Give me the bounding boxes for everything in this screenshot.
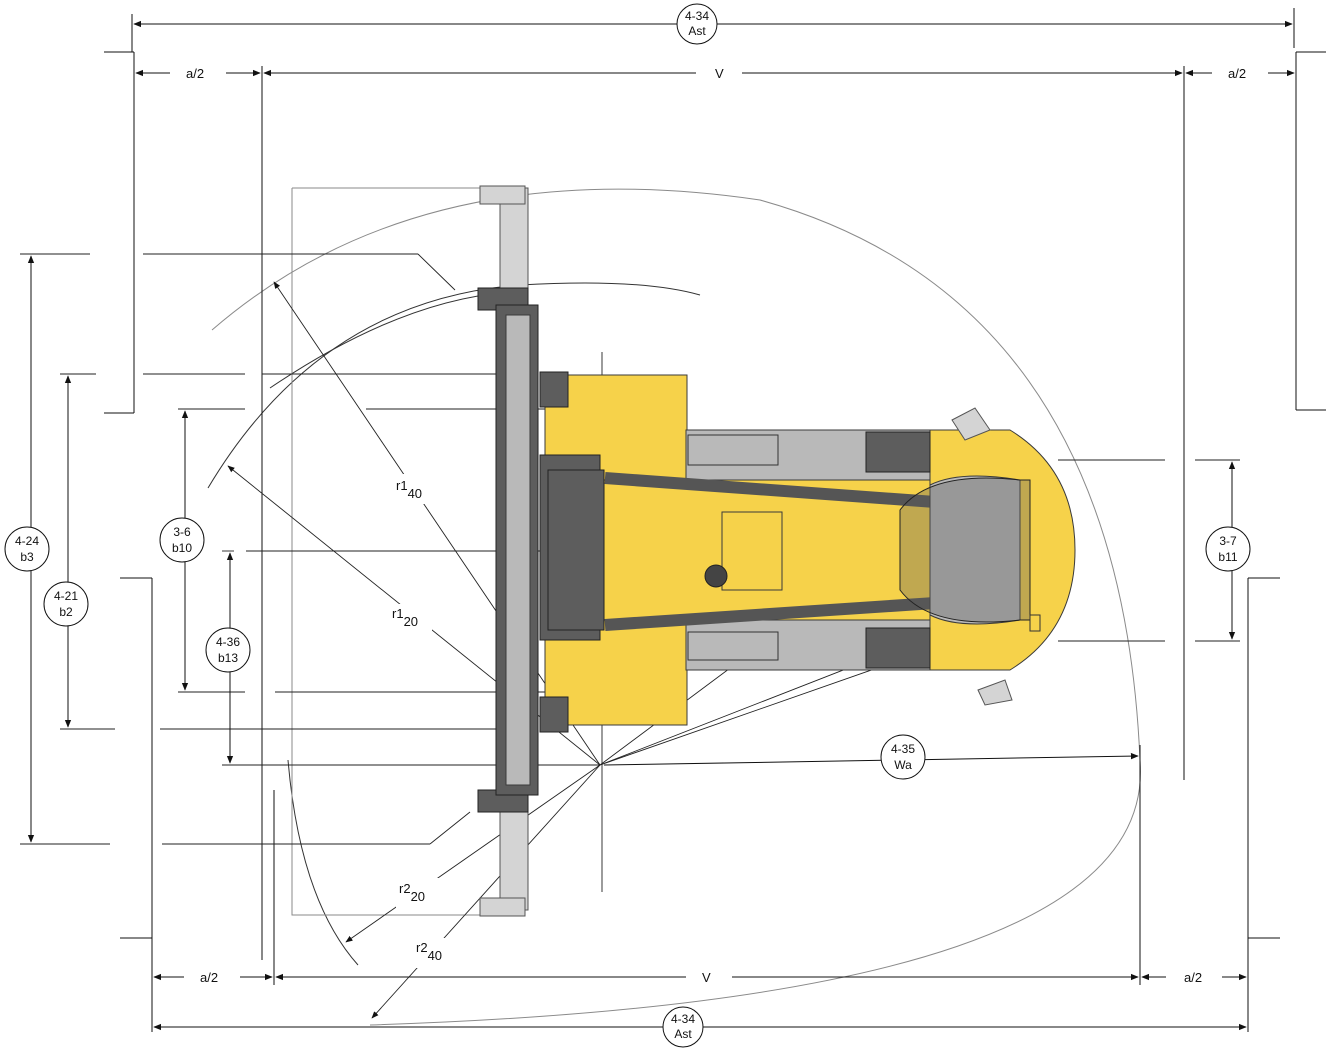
svg-text:Ast: Ast bbox=[688, 24, 706, 38]
outer-arc-40 bbox=[211, 188, 1141, 761]
label-r1-40: r140 bbox=[396, 478, 422, 501]
top-v-label: V bbox=[715, 66, 724, 81]
svg-text:4-21: 4-21 bbox=[54, 589, 78, 603]
arc-r2-20 bbox=[287, 759, 359, 966]
svg-text:b2: b2 bbox=[59, 605, 73, 619]
callout-b13: 4-36 b13 bbox=[205, 627, 251, 673]
truck-top-view bbox=[477, 185, 1076, 917]
svg-text:b3: b3 bbox=[20, 550, 34, 564]
top-a2-left-label: a/2 bbox=[186, 66, 204, 81]
callout-b3: 4-24 b3 bbox=[4, 526, 50, 572]
top-a2-right-label: a/2 bbox=[1228, 66, 1246, 81]
svg-text:Wa: Wa bbox=[894, 758, 912, 772]
label-r2-20: r220 bbox=[399, 881, 425, 904]
callout-b11: 3-7 b11 bbox=[1205, 526, 1251, 572]
callout-top-ast: 4-34 Ast bbox=[676, 3, 718, 45]
label-r1-20: r120 bbox=[392, 606, 418, 629]
envelope-outline bbox=[291, 187, 500, 916]
svg-text:3-6: 3-6 bbox=[173, 525, 191, 539]
bottom-a2-left-label: a/2 bbox=[200, 970, 218, 985]
svg-text:4-24: 4-24 bbox=[15, 534, 39, 548]
r2-20-leader bbox=[345, 764, 601, 943]
svg-text:b10: b10 bbox=[172, 541, 192, 555]
arc-r1-20 bbox=[207, 282, 701, 489]
svg-text:4-34: 4-34 bbox=[671, 1012, 695, 1026]
callout-wa: 4-35 Wa bbox=[880, 734, 926, 780]
svg-text:3-7: 3-7 bbox=[1219, 534, 1237, 548]
label-r2-40: r240 bbox=[416, 940, 442, 963]
svg-text:Ast: Ast bbox=[674, 1027, 692, 1041]
callout-bottom-ast: 4-34 Ast bbox=[662, 1006, 704, 1048]
svg-text:4-34: 4-34 bbox=[685, 9, 709, 23]
callout-b2: 4-21 b2 bbox=[43, 581, 89, 627]
svg-text:b13: b13 bbox=[218, 651, 238, 665]
callout-b10: 3-6 b10 bbox=[159, 517, 205, 563]
r2-40-leader bbox=[371, 764, 601, 1019]
svg-text:b11: b11 bbox=[1218, 550, 1237, 564]
bottom-a2-right-label: a/2 bbox=[1184, 970, 1202, 985]
svg-text:4-36: 4-36 bbox=[216, 635, 240, 649]
svg-text:4-35: 4-35 bbox=[891, 742, 915, 756]
wa-dimension bbox=[603, 752, 1139, 766]
bottom-v-label: V bbox=[702, 970, 711, 985]
outer-arc-lower bbox=[369, 759, 1141, 1026]
